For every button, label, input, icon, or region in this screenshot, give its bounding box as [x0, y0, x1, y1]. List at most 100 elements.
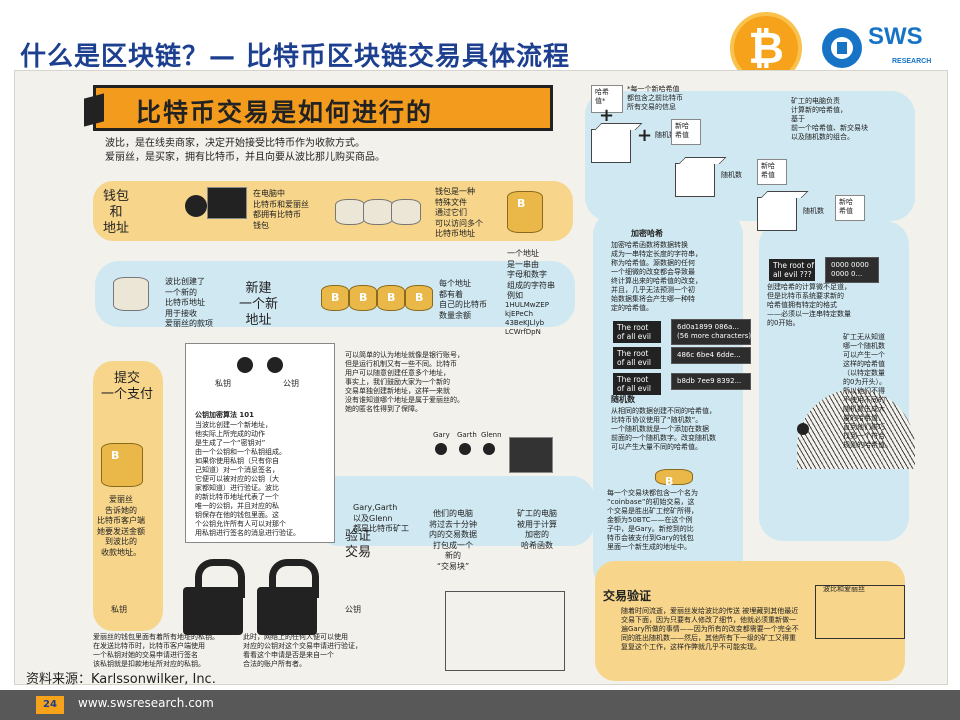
block-cube-1	[591, 129, 631, 163]
tx-verify-title: 交易验证	[603, 589, 652, 603]
chain-diagram	[815, 585, 905, 639]
intro-line-2: 爱丽丝，是买家，拥有比特币，并且向要从波比那儿购买商品。	[105, 152, 385, 163]
balance-coin-1	[321, 285, 349, 311]
intro-line-1: 波比，是在线卖商家，决定开始接受比特币作为收款方式。	[105, 138, 365, 149]
wallet-file-desc: 钱包是一种 特殊文件 通过它们 可以访问多个 比特币地址	[435, 187, 483, 238]
block-cube-3	[757, 197, 797, 231]
new-hash-box-3	[835, 195, 865, 221]
hash-output-1: 6d0a1899 086a... (56 more characters)	[671, 319, 751, 345]
miner-glenn: Glenn	[481, 431, 502, 439]
crypto-hash-title: 加密哈希	[631, 229, 663, 238]
root-evil-2: The root of all evil	[613, 347, 661, 369]
bob-alice-label: 波比和爱丽丝	[823, 585, 865, 593]
new-hash-1: 新哈 希值	[675, 122, 689, 139]
private-key-label: 私钥	[215, 379, 231, 388]
root-evil-1: The root of all evil	[613, 321, 661, 343]
block-cube-2	[675, 163, 715, 197]
new-address-label: 新建 一个新 地址	[239, 281, 279, 328]
wallet-desc: 在电脑中 比特币和爱丽丝 都拥有比特币 钱包	[253, 189, 309, 230]
miner-icon-3	[483, 443, 495, 455]
bitcoin-stack-icon	[507, 191, 543, 233]
random-num-1: 随机数	[655, 131, 676, 139]
hash-note-1: *每一个新哈希值 都包含之前比特币 所有交易的信息	[627, 85, 683, 111]
verify-label: 验证 交易	[345, 529, 372, 560]
miner-icon-2	[459, 443, 471, 455]
yellow-path-1	[93, 181, 573, 241]
sws-logo-sub: RESEARCH	[892, 58, 932, 65]
yellow-path-bottom	[595, 561, 905, 681]
random-num-3: 随机数	[803, 207, 824, 215]
key-algo-title: 公钥加密算法 101	[195, 411, 255, 419]
infographic-poster: 比特币交易是如何进行的 波比，是在线卖商家，决定开始接受比特币作为收款方式。 爱…	[14, 70, 948, 685]
key-algo-card	[185, 343, 335, 543]
hash-output-3: b8db 7ee9 8392...	[671, 373, 751, 390]
key-icon	[237, 357, 253, 373]
hash-header-1: 哈希 值*	[595, 88, 609, 105]
lock-private-label: 私钥	[111, 605, 127, 614]
miner-icon-1	[435, 443, 447, 455]
new-hash-2: 新哈 希值	[761, 162, 775, 179]
key-icon-2	[267, 357, 283, 373]
random-num-2: 随机数	[721, 171, 742, 179]
pay-coin-stack	[101, 443, 143, 487]
miner-pc-desc: 矿工的电脑 被用于计算 加密的 哈希函数	[517, 509, 557, 550]
new-hash-box-1	[671, 119, 701, 145]
miner-gary: Gary	[433, 431, 450, 439]
person-icon	[185, 195, 207, 217]
hash-output-2: 486c 6be4 6dde...	[671, 347, 751, 364]
new-address-desc: 波比创建了 一个新的 比特币地址 用于接收 爱丽丝的款项	[165, 277, 213, 328]
footer-bar: 24 www.swsresearch.com	[0, 690, 960, 720]
crypto-hash-text: 加密哈希函数将数据转换 成为一串特定长度的字符串， 称为哈希值。源数据的任何 一…	[611, 241, 702, 312]
pay-desc: 爱丽丝 告诉她的 比特币客户端 她要发送金额 到波比的 收款地址。	[97, 495, 145, 557]
blue-path-2	[315, 476, 595, 546]
wallet-label: 钱包 和 地址	[103, 189, 130, 236]
pay-label: 提交 一个支付	[101, 371, 154, 402]
balance-desc: 每个地址 都有着 自己的比特币 数量余额	[439, 279, 487, 320]
wallet-cylinder-1	[335, 199, 365, 225]
miners-no-know: 矿工无从知道 哪一个随机数 可以产生一个 这样的哈希值 （以特定数量 的0为开头…	[843, 333, 892, 449]
root-nonce: The root of all evil ???	[769, 259, 815, 281]
blue-path-3	[593, 211, 743, 591]
balance-coin-2	[349, 285, 377, 311]
sws-logo: SWS RESEARCH	[822, 23, 940, 72]
miners-names: Gary,Garth 以及Glenn 都是比特币矿工	[353, 503, 409, 533]
account-analogy: 可以简单的认为地址就像是银行账号， 但是运行机制又有一些不同。比特币 用户可以随…	[345, 351, 464, 413]
balance-coin-3	[377, 285, 405, 311]
source-note: 资料来源：Karlssonwilker, Inc.	[26, 672, 216, 687]
private-lock-icon	[183, 559, 245, 635]
balance-coin-4	[405, 285, 433, 311]
nonce-title: 随机数	[611, 395, 635, 404]
zeros-hash: 0000 0000 0000 0...	[825, 257, 879, 283]
miner-garth: Garth	[457, 431, 477, 439]
sign-desc: 爱丽丝的钱包里面有着所有地址的私钥。 在发送比特币时，比特币客户端使用 一个私钥…	[93, 633, 219, 668]
verify-desc: 此时，网络上的任何人便可以使用 对应的公钥对这个交易申请进行验证， 看看这个申请…	[243, 633, 362, 668]
footer-url[interactable]: www.swsresearch.com	[78, 696, 214, 710]
wallet-cylinder-2	[363, 199, 393, 225]
sws-logo-text: SWS	[868, 23, 923, 50]
coinbase-coins	[655, 469, 693, 488]
address-example: 1HULMwZEP kjEPeCh 43BeKJLlyb LCWrfDpN	[505, 301, 549, 336]
public-lock-icon	[257, 559, 319, 635]
address-desc: 一个地址 是一串由 字母和数字 组成的字符串 例如	[507, 249, 555, 300]
block-cube	[445, 591, 565, 671]
nonce-text: 从相同的数据创建不同的哈希值， 比特币协议使用了“随机数”。 一个随机数就是一个…	[611, 407, 716, 451]
public-key-label: 公钥	[283, 379, 299, 388]
miner-calc: 矿工的电脑负责 计算新的哈希值， 基于 前一个哈希值、新交易块 以及随机数的组合…	[791, 97, 868, 141]
miner-computer-icon	[509, 437, 553, 473]
new-hash-box-2	[757, 159, 787, 185]
sws-mark-icon	[822, 28, 862, 68]
miner-digging-icon	[797, 423, 809, 435]
tx-verify-text: 随着时间流逝，爱丽丝发给波比的传送 被埋藏到其他最近 交易下面，因为只要有人修改…	[621, 607, 799, 651]
lock-public-label: 公钥	[345, 605, 361, 614]
key-algo-text: 当波比创建一个新地址， 他实际上所完成的动作 是生成了一个“密钥对” 由一个公钥…	[195, 421, 300, 537]
coinbase-text: 每一个交易块都包含一个名为 “coinbase”的初始交易，这 个交易是胜出矿工…	[607, 489, 698, 551]
difficulty-text: 创建哈希的计算微不足道， 但是比特币系统要求新的 哈希值拥有特定的格式 ——必须…	[767, 283, 851, 327]
block-desc: 他们的电脑 将过去十分钟 内的交易数据 打包成一个 新的 “交易块”	[429, 509, 477, 571]
new-hash-3: 新哈 希值	[839, 198, 853, 215]
yellow-path-2	[93, 361, 163, 631]
poster-heading: 比特币交易是如何进行的	[93, 85, 553, 131]
page-number: 24	[36, 696, 64, 714]
plus-icon-1: +	[599, 105, 615, 126]
root-evil-3: The root of all evil	[613, 373, 661, 395]
